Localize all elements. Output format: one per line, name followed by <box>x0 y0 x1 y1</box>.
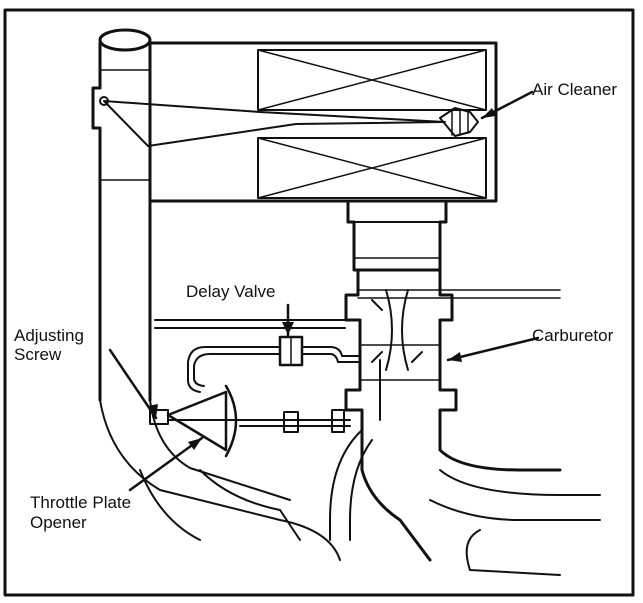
carburetor-label: Carburetor <box>532 326 614 345</box>
delay-valve-body <box>154 319 361 393</box>
throttle-plate-opener-body <box>149 384 351 458</box>
adjusting-screw-label-line1: Adjusting <box>14 326 84 345</box>
carburetor-arrow <box>446 336 540 362</box>
adjusting-screw-label-line2: Screw <box>14 345 62 364</box>
leader-arrows <box>108 90 540 492</box>
adjusting-screw-arrow <box>108 348 158 420</box>
air-cleaner-label: Air Cleaner <box>532 80 618 99</box>
diagram-frame <box>3 8 635 597</box>
throttle-plate-opener-arrow <box>128 436 204 492</box>
air-cleaner-housing <box>91 28 498 402</box>
air-cleaner-neck <box>346 199 448 272</box>
carburetor-body <box>329 268 601 562</box>
delay-valve-label: Delay Valve <box>186 282 276 301</box>
throttle-plate-opener-label-line2: Opener <box>30 513 87 532</box>
throttle-plate-opener-label-line1: Throttle Plate <box>30 493 132 512</box>
